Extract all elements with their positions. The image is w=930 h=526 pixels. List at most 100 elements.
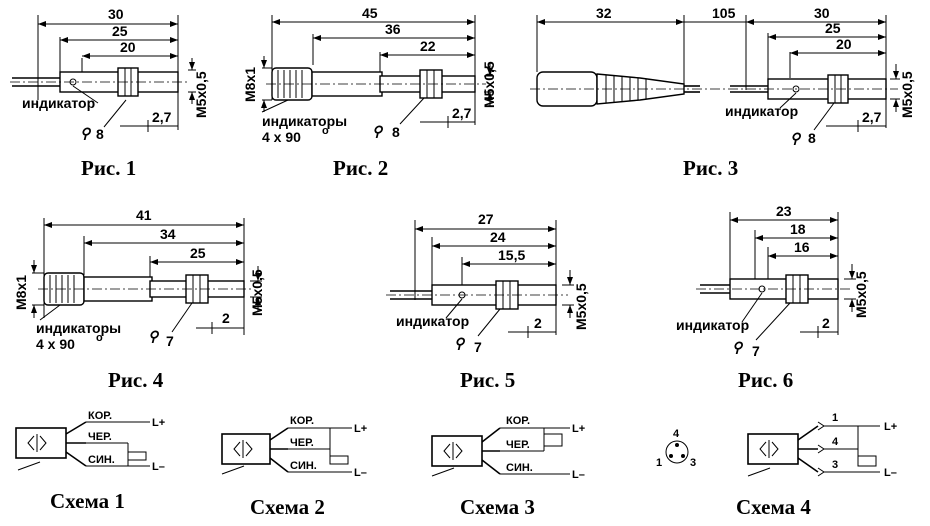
fig1-dim-20: 20 [120, 39, 136, 55]
schema4-pin-1: 1 [832, 412, 838, 424]
schema3-wire-brown: КОР. [506, 415, 530, 427]
pin-1-label: 1 [656, 457, 662, 469]
schema1-caption: Схема 1 [50, 489, 125, 513]
fig1-thread: M5x0,5 [193, 71, 209, 118]
fig4-degree: o [96, 332, 103, 344]
fig6-thread: M5x0,5 [853, 271, 869, 318]
fig4-caption: Рис. 4 [108, 368, 164, 392]
schema4-caption: Схема 4 [736, 495, 811, 519]
schema-2: КОР. ЧЕР. СИН. L+ L– Схема 2 [221, 415, 367, 519]
figure-2: 45 36 22 M8x1 M5x0,5 индикаторы 4 x 90 o… [242, 5, 497, 180]
schema1-wire-black: ЧЕР. [88, 431, 112, 443]
fig6-dim-18: 18 [790, 221, 806, 237]
schema4-lminus: L– [884, 467, 897, 479]
fig2-dim-22: 22 [420, 38, 436, 54]
fig2-indicators-label: индикаторы [262, 113, 347, 129]
fig1-wrench-icon: ⚲ [80, 125, 92, 141]
fig4-dim-34: 34 [160, 226, 176, 242]
fig4-wrench-icon: ⚲ [148, 328, 160, 344]
fig4-dim-41: 41 [136, 207, 152, 223]
figure-5: 27 24 15,5 M5x0,5 индикатор ⚲ 7 2 Рис. 5 [386, 211, 589, 392]
fig3-dim-32: 32 [596, 5, 612, 21]
schema-3: КОР. ЧЕР. СИН. L+ L– Схема 3 [431, 415, 585, 519]
fig4-angles: 4 x 90 [36, 336, 75, 352]
fig3-indicator-label: индикатор [725, 103, 798, 119]
fig1-dim-30: 30 [108, 6, 124, 22]
schema3-wire-black: ЧЕР. [506, 439, 530, 451]
connector-pinout: 4 1 3 [656, 428, 696, 469]
fig3-wrench-icon: ⚲ [790, 130, 802, 146]
fig3-dim-2-7: 2,7 [862, 109, 882, 125]
fig2-caption: Рис. 2 [333, 156, 388, 180]
figure-4: 41 34 25 M8x1 M5x0,5 индикаторы 4 x 90 o… [13, 207, 265, 392]
fig5-caption: Рис. 5 [460, 368, 515, 392]
fig2-wrench-icon: ⚲ [372, 123, 384, 139]
fig5-dim-24: 24 [490, 229, 506, 245]
fig6-indicator-label: индикатор [676, 317, 749, 333]
schema1-lplus: L+ [152, 417, 165, 429]
fig3-dim-20: 20 [836, 36, 852, 52]
fig5-dim-15-5: 15,5 [498, 247, 525, 263]
fig5-indicator-label: индикатор [396, 313, 469, 329]
fig2-thread: M5x0,5 [481, 61, 497, 108]
fig4-indicators-label: индикаторы [36, 320, 121, 336]
fig6-key-size: 7 [752, 343, 760, 359]
fig2-thread-m8: M8x1 [242, 67, 258, 102]
pin-4-label: 4 [673, 428, 680, 440]
fig4-thread-m8: M8x1 [13, 275, 29, 310]
schema2-lminus: L– [354, 467, 367, 479]
fig1-dim-25: 25 [112, 23, 128, 39]
fig3-thread: M5x0,5 [899, 71, 915, 118]
pin-3-label: 3 [690, 457, 696, 469]
schema2-lplus: L+ [354, 423, 367, 435]
fig2-key-size: 8 [392, 124, 400, 140]
fig2-dim-36: 36 [385, 21, 401, 37]
schema2-caption: Схема 2 [250, 495, 325, 519]
fig5-wrench-icon: ⚲ [454, 335, 466, 351]
fig6-dim-23: 23 [776, 203, 792, 219]
fig6-dim-2: 2 [822, 315, 830, 331]
fig4-dim-25: 25 [190, 245, 206, 261]
fig6-caption: Рис. 6 [738, 368, 793, 392]
schema2-wire-black: ЧЕР. [290, 437, 314, 449]
schema3-lplus: L+ [572, 423, 585, 435]
fig1-key-size: 8 [96, 126, 104, 142]
schema2-wire-blue: СИН. [290, 460, 317, 472]
schema1-wire-blue: СИН. [88, 454, 115, 466]
figure-6: 23 18 16 M5x0,5 индикатор ⚲ 7 2 Рис. 6 [676, 203, 869, 392]
schema4-lplus: L+ [884, 421, 897, 433]
fig1-dim-2-7: 2,7 [152, 109, 172, 125]
schema3-lminus: L– [572, 469, 585, 481]
fig3-caption: Рис. 3 [683, 156, 738, 180]
fig3-dim-30: 30 [814, 5, 830, 21]
schema1-wire-brown: КОР. [88, 410, 112, 422]
schema1-lminus: L– [152, 461, 165, 473]
figure-3: 32 105 30 25 20 M5x0,5 индикатор ⚲ 8 2,7… [530, 5, 915, 180]
fig5-dim-2: 2 [534, 315, 542, 331]
fig6-wrench-icon: ⚲ [732, 339, 744, 355]
fig5-key-size: 7 [474, 339, 482, 355]
fig2-angles: 4 x 90 [262, 129, 301, 145]
schema-4: 1 4 3 L+ L– Схема 4 [736, 412, 897, 519]
fig1-indicator-label: индикатор [22, 95, 95, 111]
fig5-thread: M5x0,5 [573, 283, 589, 330]
fig3-key-size: 8 [808, 130, 816, 146]
fig5-dim-27: 27 [478, 211, 494, 227]
fig4-thread: M5x0,5 [249, 269, 265, 316]
schema-1: КОР. ЧЕР. СИН. L+ L– Схема 1 [15, 410, 165, 513]
figure-1: 30 25 20 M5x0,5 индикатор 8 ⚲ 2,7 Рис. 1 [10, 6, 209, 180]
fig6-dim-16: 16 [794, 239, 810, 255]
schema2-wire-brown: КОР. [290, 415, 314, 427]
schema3-caption: Схема 3 [460, 495, 535, 519]
schema4-pin-4: 4 [832, 436, 839, 448]
fig2-dim-2-7: 2,7 [452, 105, 472, 121]
fig1-caption: Рис. 1 [81, 156, 136, 180]
schema4-pin-3: 3 [832, 459, 838, 471]
fig4-key-size: 7 [166, 333, 174, 349]
fig2-degree: o [322, 125, 329, 137]
fig3-dim-105: 105 [712, 5, 736, 21]
fig2-dim-45: 45 [362, 5, 378, 21]
fig4-dim-2: 2 [222, 310, 230, 326]
